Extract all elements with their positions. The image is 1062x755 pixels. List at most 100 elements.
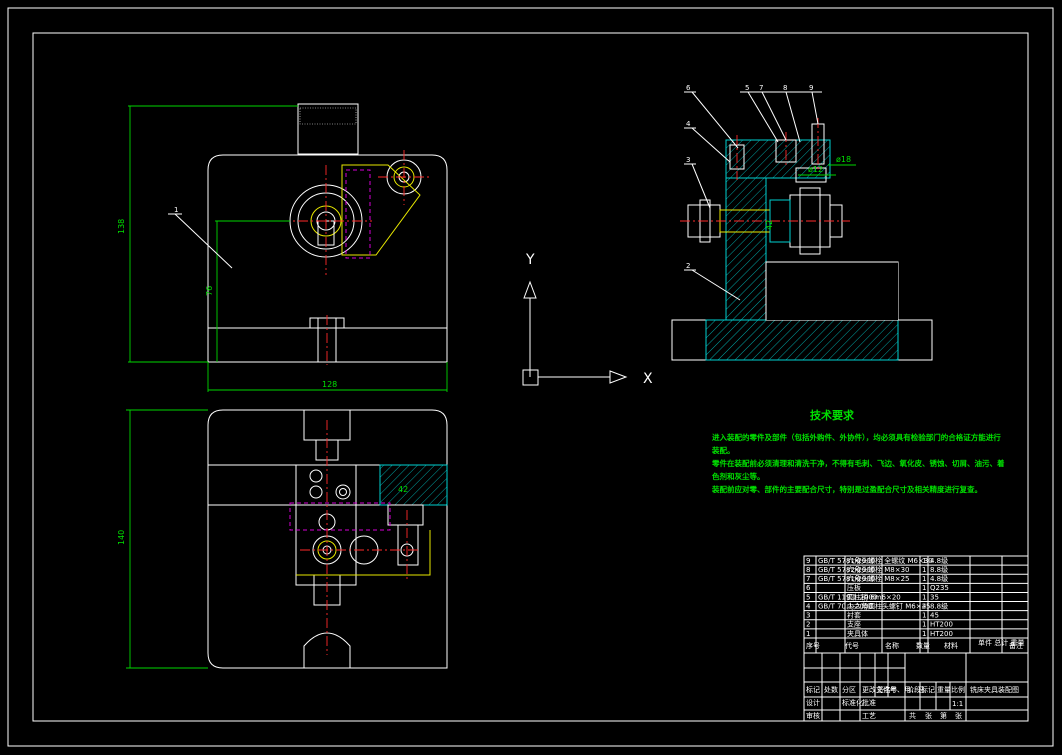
sheet-border: [7, 7, 1054, 747]
bom-cell-name: 六角头螺栓 全螺纹 M6×30: [847, 556, 933, 565]
technical-requirements: 技术要求 进入装配的零件及部件（包括外购件、外协件），均必须具有检验部门的合格证…: [711, 408, 1005, 494]
tb-design: 设计: [806, 698, 820, 707]
bom-h-qty: 数量: [916, 641, 930, 650]
top-view[interactable]: 42 140: [117, 409, 448, 669]
bom-cell-mat: HT200: [930, 630, 953, 638]
tb-standard: 标准化: [842, 698, 863, 707]
tech-line-5: 装配前应对零、部件的主要配合尺寸，特别是过盈配合尺寸及相关精度进行复查。: [711, 484, 982, 494]
bom-cell-no: 3: [806, 612, 810, 620]
side-section-view[interactable]: ø12 ø18 42 6 4 3 2 5 7 8 9: [671, 84, 933, 361]
bom-cell-name: 六角头螺栓 M8×30: [847, 565, 910, 574]
bom-cell-name: 支座: [847, 620, 861, 629]
tb-zone: 分区: [842, 685, 856, 694]
bom-h-note: 备注: [1009, 641, 1023, 650]
bom-cell-code: GB/T 70.1-2008: [818, 602, 873, 610]
axis-x-label: X: [643, 371, 653, 387]
tb-count: 处数: [824, 685, 838, 694]
bom-cell-mat: 8.8级: [930, 565, 948, 574]
bom-cell-qty: 4: [922, 602, 927, 610]
dim-side-1: ø18: [836, 155, 851, 164]
bom-cell-no: 5: [806, 593, 810, 601]
tb-sheets-1: 张: [925, 711, 932, 720]
dim-side-3: 42: [765, 220, 774, 230]
tb-sign: 签名: [877, 685, 891, 694]
bom-h-weight: 单件 总计 重量: [978, 638, 1024, 647]
tb-mark: 标记: [806, 685, 820, 694]
tb-stage: 阶段标记: [907, 685, 935, 694]
bom-h-code: 代号: [845, 641, 859, 650]
tb-sheet-no: 第: [940, 711, 947, 720]
bom-cell-no: 9: [806, 557, 810, 565]
tb-change-doc: 更改文件号: [862, 685, 897, 694]
title-block: 铣床夹具装配图 标记 处数 分区 更改文件号 签名 年、月、日 设计 标准化 阶…: [804, 653, 1028, 721]
bom-h-mat: 材料: [944, 641, 958, 650]
bom-cell-qty: 1: [922, 584, 926, 592]
bom-cell-name: 圆柱销 6m6×20: [847, 592, 901, 601]
bom-cell-qty: 1: [922, 630, 926, 638]
tb-date: 年、月、日: [890, 685, 925, 694]
dim-front-height: 138: [117, 219, 126, 234]
bom-cell-no: 4: [806, 602, 811, 610]
dim-front-width: 128: [322, 380, 337, 389]
tb-total: 共: [909, 711, 916, 720]
bom-cell-mat: Q235: [930, 584, 949, 592]
bom-cell-code: GB/T 5781-2000: [818, 575, 875, 583]
dim-top-height: 140: [117, 530, 126, 545]
bom-cell-name: 六角头螺栓 M8×25: [847, 574, 910, 583]
callout-5: 5: [745, 84, 749, 92]
bom-cell-no: 6: [806, 584, 811, 592]
tb-review: 审核: [806, 711, 820, 720]
drawing-name: 铣床夹具装配图: [970, 685, 1019, 694]
tb-process: 工艺: [862, 712, 876, 720]
bom-cell-qty: 1: [922, 593, 926, 601]
bom-cell-no: 1: [806, 630, 810, 638]
callout-3: 3: [686, 156, 690, 164]
bom-cell-no: 8: [806, 566, 810, 574]
bom-cell-code: GB/T 5782-2000: [818, 566, 875, 574]
tb-approve: 批准: [862, 698, 876, 707]
dim-side-3-top: 42: [398, 485, 408, 494]
ucs-axis-icon: Y X: [522, 252, 653, 387]
bom-cell-qty: 1: [922, 557, 926, 565]
tech-line-1: 进入装配的零件及部件（包括外购件、外协件），均必须具有检验部门的合格证方能进行: [712, 432, 1001, 442]
tech-line-4: 色剂和灰尘等。: [712, 471, 765, 481]
bom-cell-qty: 1: [922, 575, 926, 583]
bom-cell-mat: 45: [930, 612, 939, 620]
callout-4: 4: [686, 120, 691, 128]
tb-scale-value: 1:1: [952, 700, 963, 708]
bom-cell-name: 压板: [847, 583, 861, 592]
bom-cell-name: 夹具体: [847, 629, 868, 638]
tb-sheets-2: 张: [955, 711, 962, 720]
bom-cell-code: GB/T 5781-2000: [818, 557, 875, 565]
axis-y-label: Y: [525, 252, 535, 268]
bom-cell-mat: HT200: [930, 621, 953, 629]
callout-6: 6: [686, 84, 691, 92]
dim-side-2: ø12: [808, 165, 823, 174]
bom-cell-mat: 4.8级: [930, 574, 948, 583]
tech-title: 技术要求: [810, 408, 855, 422]
bom-cell-qty: 1: [922, 612, 926, 620]
bom-cell-mat: 35: [930, 593, 939, 601]
bom-cell-qty: 1: [922, 566, 926, 574]
bom-cell-mat: 4.8级: [930, 556, 948, 565]
bom-cell-no: 2: [806, 621, 810, 629]
bom-cell-name: 衬套: [847, 611, 861, 620]
bom-h-name: 名称: [885, 641, 899, 650]
tech-line-3: 零件在装配前必须清理和清洗干净，不得有毛刺、飞边、氧化皮、锈蚀、切屑、油污、着: [711, 458, 1005, 468]
bom-cell-name: 内六角圆柱头螺钉 M6×25: [847, 601, 931, 610]
callout-8: 8: [783, 84, 787, 92]
bom-cell-mat: 8.8级: [930, 601, 948, 610]
dim-front-mid: 76: [205, 286, 214, 296]
front-view[interactable]: 138 76 128 1: [117, 103, 448, 392]
bom-cell-qty: 1: [922, 621, 926, 629]
bom-cell-no: 7: [806, 575, 810, 583]
tech-line-2: 装配。: [711, 445, 735, 455]
callout-9: 9: [809, 84, 813, 92]
callout-7: 7: [759, 84, 763, 92]
tb-scale: 比例: [951, 685, 965, 694]
callout-1: 1: [174, 206, 178, 214]
bom-cell-code: GB/T 119.1-2000: [818, 593, 877, 601]
bom-h-no: 序号: [806, 641, 820, 650]
